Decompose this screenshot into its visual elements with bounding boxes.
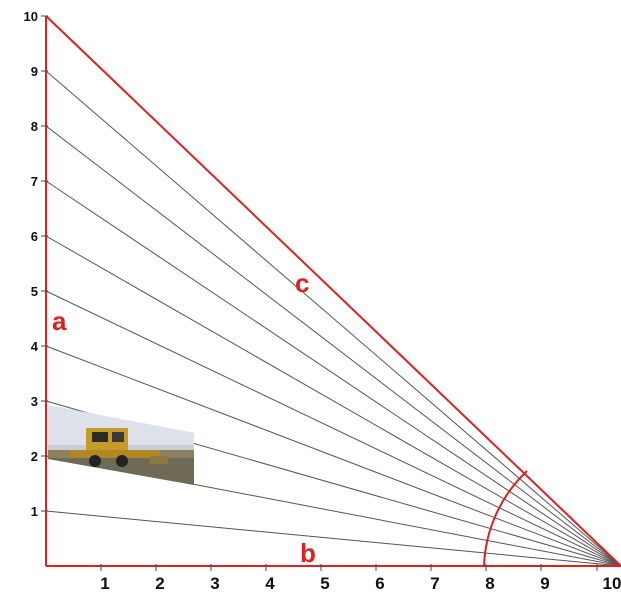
x-tick-label: 7	[430, 574, 439, 593]
label-a: a	[52, 306, 67, 336]
fan-line	[45, 345, 621, 567]
x-tick-label: 10	[603, 574, 621, 593]
label-b: b	[300, 538, 316, 568]
x-tick-label: 2	[155, 574, 164, 593]
y-tick-label: 6	[31, 229, 38, 244]
x-tick-label: 9	[540, 574, 549, 593]
y-axis-ticks: 1 2 3 4 5 6 7 8 9 10	[24, 9, 48, 519]
y-tick-label: 5	[31, 284, 38, 299]
x-tick-label: 1	[100, 574, 109, 593]
y-tick-label: 1	[31, 504, 38, 519]
x-tick-label: 4	[265, 574, 275, 593]
y-tick-label: 7	[31, 174, 38, 189]
fan-line	[45, 290, 621, 567]
x-tick-label: 6	[375, 574, 384, 593]
y-tick-label: 9	[31, 64, 38, 79]
combine-harvester-photo	[48, 405, 194, 485]
y-tick-label: 3	[31, 394, 38, 409]
y-tick-label: 10	[24, 9, 38, 24]
side-c-hypotenuse	[45, 15, 621, 567]
y-tick-label: 2	[31, 449, 38, 464]
fan-line	[45, 125, 621, 567]
x-tick-label: 8	[485, 574, 494, 593]
y-tick-label: 8	[31, 119, 38, 134]
fan-line	[45, 180, 621, 567]
angle-arc	[483, 470, 528, 567]
x-tick-label: 5	[320, 574, 329, 593]
y-tick-label: 4	[31, 339, 39, 354]
x-axis-ticks: 1 2 3 4 5 6 7 8 9 10	[100, 564, 621, 593]
fan-line	[45, 235, 621, 567]
fan-line	[45, 70, 621, 567]
label-c: c	[295, 268, 309, 298]
fan-line	[45, 510, 621, 567]
x-tick-label: 3	[210, 574, 219, 593]
